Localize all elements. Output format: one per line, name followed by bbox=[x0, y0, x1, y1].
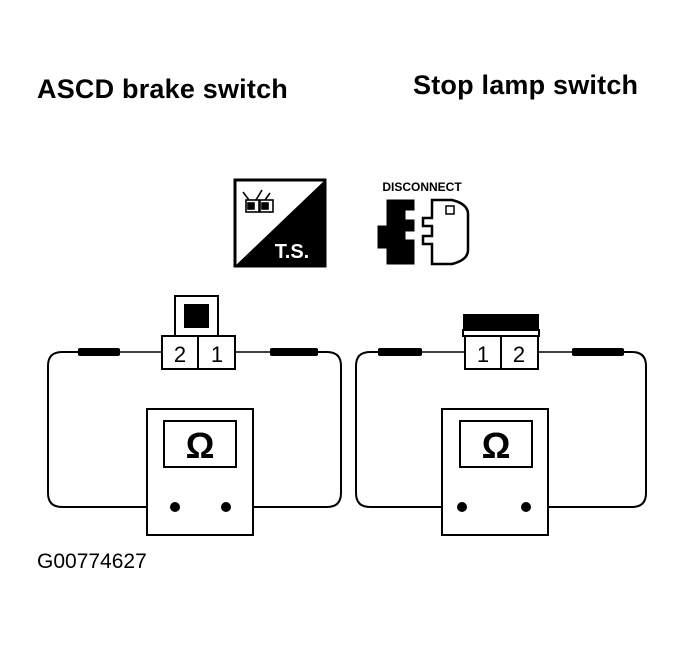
disconnect-icon: DISCONNECT bbox=[377, 180, 470, 266]
ascd-brake-switch-title: ASCD brake switch bbox=[37, 74, 288, 104]
figure-id: G00774627 bbox=[37, 550, 147, 573]
right-terminal-1: 1 bbox=[477, 342, 489, 367]
disconnect-label: DISCONNECT bbox=[382, 180, 462, 194]
connector-glyph-icon bbox=[242, 189, 274, 213]
stop-lamp-switch-title: Stop lamp switch bbox=[413, 70, 639, 100]
left-ohm-symbol: Ω bbox=[186, 425, 215, 466]
left-terminal-1: 1 bbox=[211, 342, 223, 367]
right-meter-terminal-ohm bbox=[521, 502, 531, 512]
right-ohm-symbol: Ω bbox=[482, 425, 511, 466]
ascd-switch-circuit: 2 1 Ω bbox=[47, 295, 342, 536]
left-meter-terminal-com bbox=[170, 502, 180, 512]
right-terminal-2: 2 bbox=[513, 342, 525, 367]
ts-label: T.S. bbox=[275, 241, 309, 263]
left-terminal-2: 2 bbox=[174, 342, 186, 367]
test-switch-icon: T.S. bbox=[233, 178, 327, 268]
right-meter-terminal-com bbox=[457, 502, 467, 512]
left-meter-terminal-ohm bbox=[221, 502, 231, 512]
stop-lamp-switch-circuit: 1 2 Ω bbox=[355, 314, 647, 536]
